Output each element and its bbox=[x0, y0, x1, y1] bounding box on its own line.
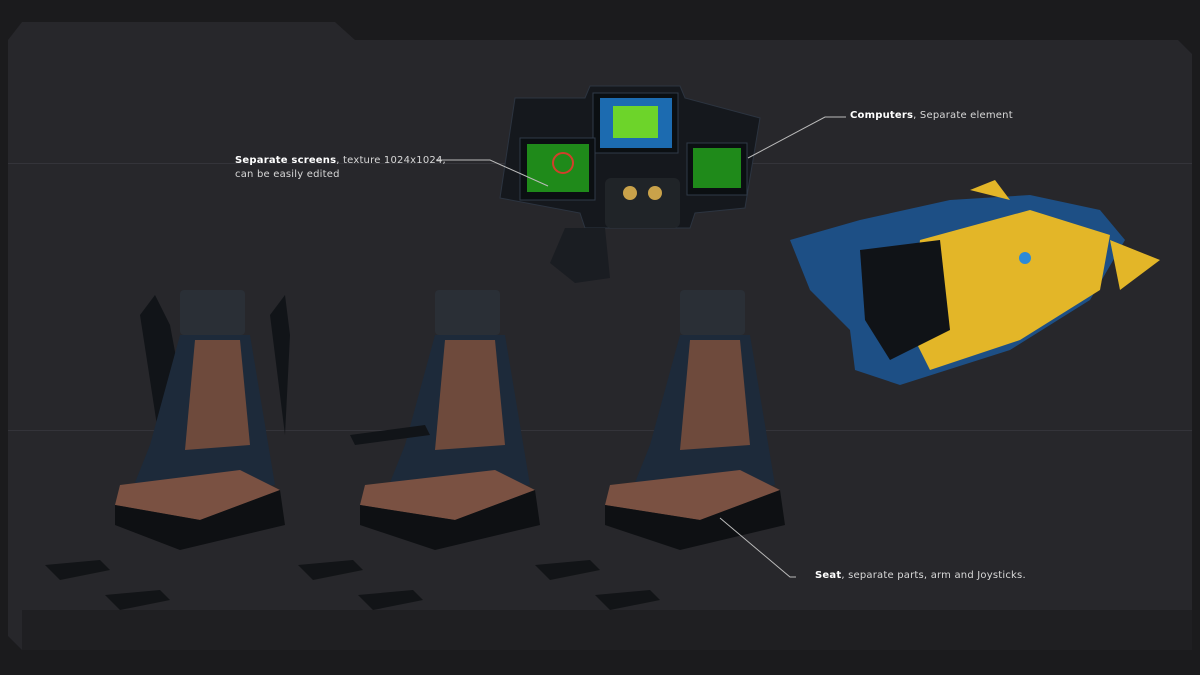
callout-screens-title: Separate screens bbox=[235, 155, 337, 166]
computer-console bbox=[499, 85, 761, 283]
callout-screens-text: , texture 1024x1024, bbox=[336, 155, 446, 166]
callout-computers: Computers, Separate element bbox=[850, 109, 1013, 123]
callout-screens-text-2: can be easily edited bbox=[235, 169, 340, 180]
seat-2 bbox=[350, 290, 540, 550]
callout-screens: Separate screens, texture 1024x1024, can… bbox=[235, 154, 446, 182]
pedals bbox=[45, 560, 660, 610]
callout-seat: Seat, separate parts, arm and Joysticks. bbox=[815, 569, 1026, 583]
seat-1 bbox=[115, 290, 290, 550]
spaceship bbox=[790, 180, 1160, 385]
seat-3 bbox=[605, 290, 785, 550]
callout-computers-text: , Separate element bbox=[913, 110, 1013, 121]
callout-seat-text: , separate parts, arm and Joysticks. bbox=[841, 570, 1026, 581]
callout-seat-title: Seat bbox=[815, 570, 842, 581]
callout-computers-title: Computers bbox=[850, 110, 914, 121]
